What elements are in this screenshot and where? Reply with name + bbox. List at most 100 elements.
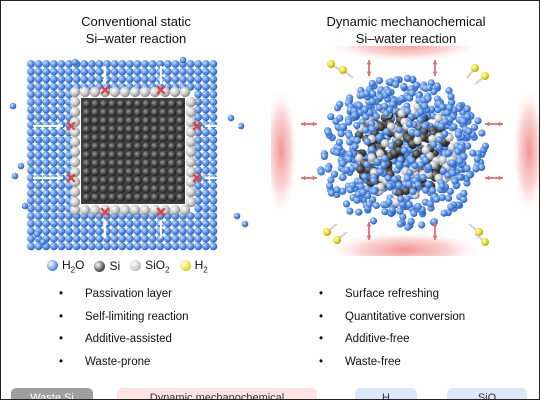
water-molecule <box>34 204 43 213</box>
water-molecule <box>443 109 451 117</box>
silicon-atom <box>142 193 151 202</box>
water-molecule <box>27 67 35 76</box>
silicon-atom <box>125 167 134 177</box>
legend-swatch-icon <box>47 260 58 272</box>
water-molecule <box>141 67 149 76</box>
water-molecule <box>103 60 111 68</box>
water-molecule <box>426 200 434 208</box>
silicon-atom <box>82 176 92 185</box>
silicon-atom <box>133 167 143 177</box>
water-molecule <box>27 105 35 114</box>
silicon-atom <box>133 150 143 160</box>
water-molecule <box>49 158 58 167</box>
water-molecule <box>194 181 203 190</box>
water-molecule <box>391 175 399 183</box>
hydrogen-molecule <box>339 66 347 74</box>
silicon-atom <box>176 133 185 143</box>
silicon-atom <box>99 159 109 168</box>
water-molecule <box>383 128 391 136</box>
water-molecule <box>478 163 486 171</box>
water-molecule <box>156 60 165 68</box>
silicon-atom <box>176 142 185 151</box>
silicon-atom <box>116 125 126 134</box>
water-molecule <box>363 160 371 169</box>
water-molecule <box>57 67 66 76</box>
silicon-atom <box>142 176 151 185</box>
silicon-atom <box>167 125 177 134</box>
silicon-atom <box>108 108 117 117</box>
water-molecule <box>201 143 210 152</box>
water-molecule <box>409 188 417 196</box>
water-molecule <box>42 204 51 213</box>
water-molecule <box>171 227 180 236</box>
water-molecule <box>49 234 58 243</box>
silica-atom <box>434 113 443 123</box>
water-molecule <box>49 189 58 198</box>
water-molecule <box>403 107 411 115</box>
bullet-icon: • <box>59 288 64 300</box>
water-molecule <box>179 56 187 64</box>
silicon-atom <box>82 184 92 194</box>
hydrogen-molecule <box>323 228 331 236</box>
silica-atom <box>185 146 197 158</box>
silicon-atom <box>82 99 92 109</box>
list-item-text: Additive-free <box>345 333 410 345</box>
silicon-atom <box>116 99 126 109</box>
bottom-label-sio: SiO <box>447 388 527 399</box>
water-molecule <box>469 149 477 157</box>
water-molecule <box>49 136 58 144</box>
water-molecule <box>372 112 381 120</box>
water-molecule <box>141 234 149 243</box>
water-molecule <box>327 189 336 197</box>
water-molecule <box>209 219 218 228</box>
silicon-atom <box>116 159 126 168</box>
silicon-atom <box>159 184 168 194</box>
water-molecule <box>72 67 81 76</box>
silicon-atom <box>142 133 151 143</box>
force-arrows <box>301 60 503 240</box>
silica-atom <box>69 204 81 216</box>
water-molecule <box>414 181 422 189</box>
water-molecule <box>194 189 203 198</box>
hydrogen-molecule <box>333 236 341 244</box>
water-molecule <box>27 212 35 220</box>
arrow-head-icon <box>205 175 210 181</box>
hydrogen-molecule <box>481 238 489 246</box>
bullet-icon: • <box>59 333 64 345</box>
water-molecule <box>148 227 157 236</box>
silicon-atom <box>167 99 177 109</box>
silicon-atom <box>150 159 160 168</box>
water-molecule <box>439 167 447 175</box>
silicon-atom <box>142 108 151 117</box>
silicon-atom <box>159 108 168 117</box>
arrow-head-icon <box>432 235 438 240</box>
water-molecule <box>179 242 187 251</box>
water-molecule <box>34 151 43 160</box>
water-molecule <box>57 196 66 205</box>
water-molecule <box>209 151 218 160</box>
silicon-atom <box>125 133 134 143</box>
water-molecule <box>396 220 404 228</box>
water-molecule <box>163 242 172 251</box>
water-molecule <box>440 209 448 217</box>
water-molecule <box>368 120 376 128</box>
water-molecule <box>353 121 361 129</box>
water-molecule <box>201 105 210 114</box>
right-title-line1: Dynamic mechanochemical <box>326 14 486 29</box>
silicon-atom <box>159 125 168 134</box>
silicon-atom <box>82 125 92 134</box>
water-molecule <box>343 166 351 174</box>
water-molecule <box>333 148 341 156</box>
silicon-atom <box>82 133 92 143</box>
water-molecule <box>186 242 195 251</box>
water-molecule <box>34 82 43 91</box>
water-molecule <box>34 196 43 205</box>
water-molecule <box>201 90 210 99</box>
silicon-atom <box>108 125 117 134</box>
silicon-atom <box>116 150 126 160</box>
water-molecule <box>466 171 474 179</box>
silicon-atom <box>159 150 168 160</box>
water-molecule <box>57 98 66 106</box>
water-molecule <box>49 212 58 220</box>
water-molecule <box>148 219 157 228</box>
